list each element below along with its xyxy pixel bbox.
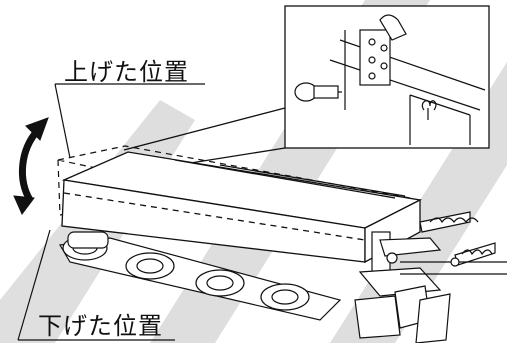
up-down-arrow-icon (13, 117, 49, 215)
inset-hinge-detail (294, 14, 486, 145)
track-rollers (59, 231, 342, 321)
lowered-position-label: 下げた位置 (38, 312, 163, 340)
raised-position-leader (54, 83, 205, 159)
raised-position-label: 上げた位置 (64, 58, 189, 86)
hydraulic-mechanism (354, 211, 507, 343)
lowered-position-leader (17, 229, 175, 341)
